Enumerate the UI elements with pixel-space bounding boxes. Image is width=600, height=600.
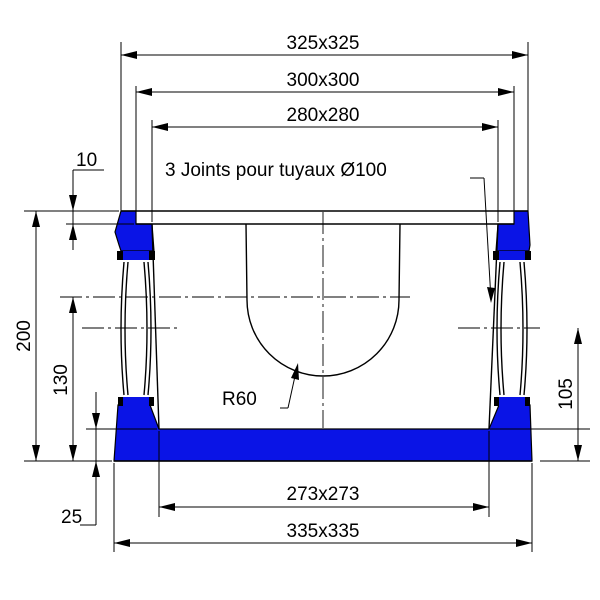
right-joint: [493, 251, 531, 406]
label-note: 3 Joints pour tuyaux Ø100: [165, 160, 387, 181]
center-lines: [60, 212, 540, 428]
dim-inner-height: [69, 297, 77, 461]
label-inner-height: 130: [51, 364, 72, 396]
dim-outer-top: [121, 51, 528, 59]
dim-bottom-inner: [159, 503, 489, 511]
label-lip: 10: [76, 150, 97, 171]
inner-outline: [114, 210, 532, 462]
label-inner-top: 300x300: [287, 70, 360, 91]
label-bottom-outer: 335x335: [287, 521, 360, 542]
radius-leader: [280, 363, 299, 409]
label-pipe-height: 105: [556, 378, 577, 410]
dim-lip: [69, 169, 104, 250]
right-wall-upper: [495, 210, 531, 252]
label-lid: 280x280: [287, 105, 360, 126]
note-leader: [470, 177, 495, 303]
channel-profile: [245, 223, 401, 377]
label-radius: R60: [222, 389, 257, 410]
label-base: 25: [61, 507, 82, 528]
dim-inner-top: [136, 88, 514, 96]
dim-bottom-outer: [114, 539, 532, 547]
dim-base: [80, 392, 100, 526]
label-bottom-inner: 273x273: [287, 484, 360, 505]
label-outer-top: 325x325: [287, 33, 360, 54]
dim-lid: [152, 123, 498, 131]
left-wall-upper: [114, 210, 155, 252]
dim-pipe-height: [540, 328, 590, 462]
dim-total-height: [32, 211, 40, 461]
label-total-height: 200: [14, 320, 35, 352]
extension-lines: [24, 42, 590, 552]
left-joint: [117, 251, 155, 406]
